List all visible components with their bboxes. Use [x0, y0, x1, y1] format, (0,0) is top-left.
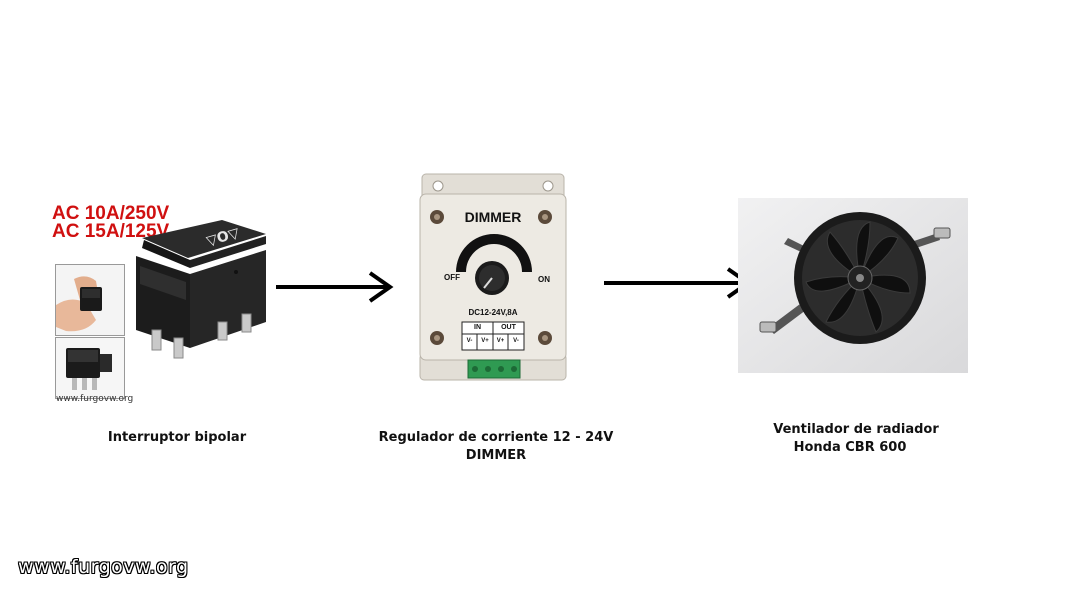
dimmer-label: DIMMER — [464, 209, 522, 225]
dimmer-terminal-2: V+ — [481, 338, 489, 344]
switch-rating-line1: AC 10A/250V — [52, 203, 170, 224]
dimmer-in-label: IN — [474, 324, 481, 331]
dimmer-on-label: ON — [538, 275, 550, 284]
fan-icon — [738, 198, 968, 373]
switch-caption: Interruptor bipolar — [107, 430, 247, 445]
dimmer-terminal-3: V+ — [496, 338, 505, 344]
dimmer-caption-line1: Regulador de corriente 12 - 24V — [378, 430, 614, 445]
dimmer-terminal-4: V- — [513, 338, 519, 344]
switch-thumbnail-side — [55, 337, 125, 399]
switch-thumb-watermark: www.furgovw.org — [56, 394, 134, 404]
dimmer-off-label: OFF — [444, 273, 460, 282]
dimmer-spec: DC12-24V,8A — [468, 308, 518, 317]
switch-body-icon: ▽O▽ — [136, 220, 266, 359]
fan-caption-line1: Ventilador de radiador — [773, 422, 939, 437]
dimmer-terminal-1: V- — [466, 338, 473, 344]
arrow-right-icon — [604, 267, 752, 299]
switch-rating-line2: AC 15A/125V — [52, 221, 170, 242]
dimmer-out-label: OUT — [501, 324, 516, 331]
dimmer-caption-line2: DIMMER — [465, 448, 527, 463]
fan-caption-line2: Honda CBR 600 — [793, 440, 907, 455]
site-watermark: www.furgovw.org — [18, 556, 189, 578]
switch-thumbnail-hand — [55, 264, 125, 336]
arrow-right-icon — [276, 271, 394, 303]
dimmer-module-photo: DIMMER OFF ON DC12-24V,8A IN OUT V- V+ V… — [418, 172, 568, 382]
dimmer-body-icon — [419, 173, 567, 381]
rocker-switch-photo: AC 10A/250V AC 15A/125V www.furgovw.org … — [52, 200, 272, 405]
radiator-fan-photo — [738, 198, 968, 373]
